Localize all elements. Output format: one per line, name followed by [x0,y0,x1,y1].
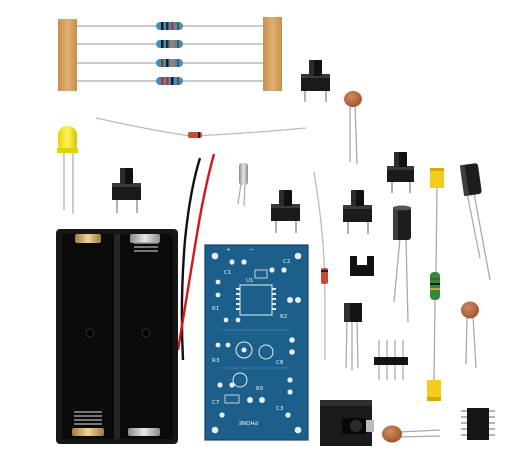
ceramic-capacitor [461,301,479,369]
ceramic-capacitor [382,425,441,443]
tactile-switch [343,190,372,234]
pcb-label-c3: C3 [276,406,284,412]
resistor-tape-strip [58,17,282,91]
crystal [237,163,248,207]
pcb-label-c7: C7 [212,400,220,406]
resistor [156,59,183,67]
pcb-label-u1: U1 [246,278,254,284]
electrolytic-capacitor [459,163,491,281]
inductor [430,272,440,383]
tantalum-capacitor [430,168,444,273]
audio-jack [320,400,374,446]
tactile-switch [301,60,330,102]
pcb-label-minus: − [249,247,254,253]
pcb-label-c2: C2 [283,259,290,265]
tantalum-capacitor [427,380,441,401]
pin-header [374,340,408,380]
radio-pcb: + − U1 PHONE C1 C2 R1 R2 R3 C8 R5 C3 C7 [204,244,309,441]
diode [313,171,328,360]
pcb-label-c8: C8 [276,360,284,366]
tactile-switch [387,152,414,193]
resistor [156,22,183,30]
ic-chip [461,408,495,440]
resistor [156,77,183,85]
pcb-label-r5: R5 [256,386,264,392]
electrolytic-capacitor [393,205,411,323]
tactile-switch [112,168,141,213]
yellow-led [57,126,78,214]
resistor [156,40,183,48]
transistor [344,303,362,370]
pcb-label-r1: R1 [212,306,219,312]
ceramic-capacitor [344,91,362,165]
pcb-label-r3: R3 [212,358,220,364]
tactile-switch [271,190,300,233]
battery-holder [56,229,178,444]
diode [95,117,307,138]
jumper [350,256,374,276]
pcb-label-r2: R2 [280,314,287,320]
pcb-label-c1: C1 [224,270,231,276]
pcb-label-plus: + [226,247,231,253]
battery-wires [176,153,216,361]
pcb-label-phone: PHONE [238,419,258,425]
